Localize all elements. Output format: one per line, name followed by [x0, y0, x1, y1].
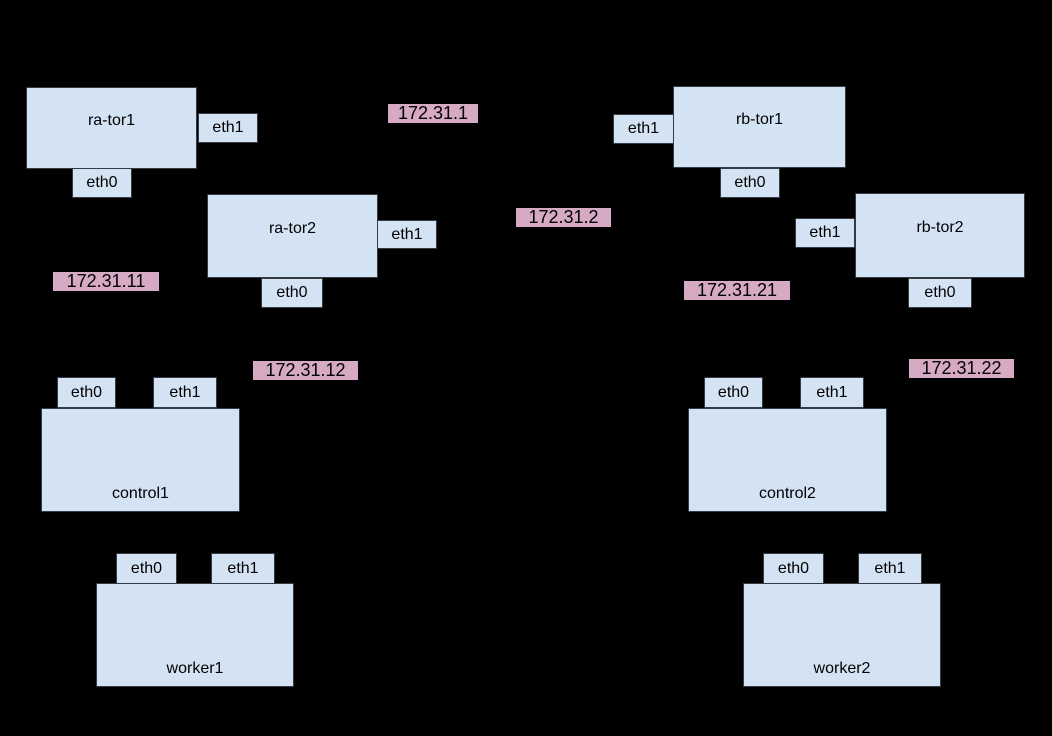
node-label: rb-tor1 [735, 111, 784, 128]
node-rb-tor1: rb-tor1 [673, 86, 846, 168]
node-label: control2 [759, 485, 816, 502]
ip-label: 172.31.1 [388, 104, 478, 123]
port-ra-tor1-eth0: eth0 [72, 168, 132, 198]
port-rb-tor1-eth1: eth1 [613, 114, 674, 144]
port-ra-tor1-eth1: eth1 [198, 113, 258, 143]
ip-label: 172.31.11 [53, 272, 159, 291]
port-rb-tor1-eth0: eth0 [720, 168, 780, 198]
node-control1: control1 [41, 408, 240, 512]
node-worker1: worker1 [96, 583, 294, 687]
port-ra-tor2-eth1: eth1 [377, 220, 437, 249]
node-label: worker1 [166, 660, 224, 677]
node-ra-tor1: ra-tor1 [26, 87, 197, 169]
port-ra-tor2-eth0: eth0 [261, 278, 323, 308]
node-label: worker2 [813, 660, 871, 677]
port-control2-eth0: eth0 [704, 377, 763, 408]
ip-label: 172.31.12 [253, 361, 358, 380]
node-label: ra-tor1 [87, 112, 136, 129]
ip-label: 172.31.21 [684, 281, 790, 300]
node-control2: control2 [688, 408, 887, 512]
port-control1-eth1: eth1 [153, 377, 217, 408]
port-worker1-eth0: eth0 [116, 553, 177, 584]
port-control2-eth1: eth1 [800, 377, 864, 408]
ip-label: 172.31.22 [909, 359, 1014, 378]
port-worker1-eth1: eth1 [211, 553, 275, 584]
node-label: rb-tor2 [916, 219, 964, 236]
port-rb-tor2-eth1: eth1 [795, 218, 855, 248]
node-rb-tor2: rb-tor2 [855, 193, 1025, 278]
node-worker2: worker2 [743, 583, 941, 687]
port-rb-tor2-eth0: eth0 [908, 278, 972, 308]
node-label: control1 [112, 485, 169, 502]
node-label: ra-tor2 [268, 220, 317, 237]
ip-label: 172.31.2 [516, 208, 611, 227]
port-control1-eth0: eth0 [57, 377, 116, 408]
port-worker2-eth0: eth0 [763, 553, 824, 584]
port-worker2-eth1: eth1 [858, 553, 922, 584]
node-ra-tor2: ra-tor2 [207, 194, 378, 278]
